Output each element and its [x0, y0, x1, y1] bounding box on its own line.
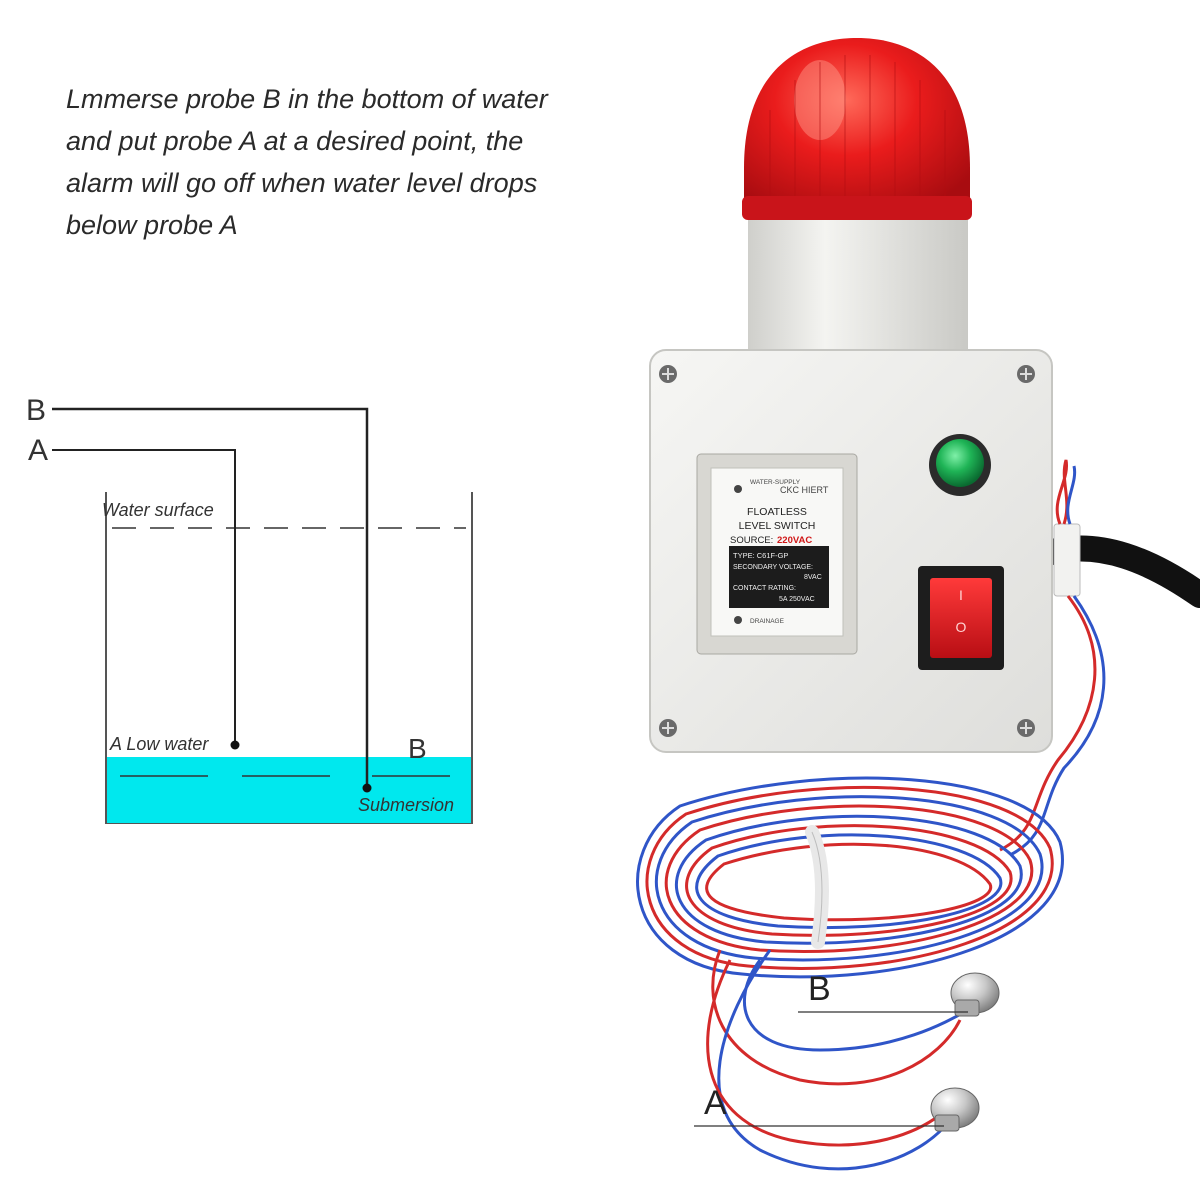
alarm-light-dome [744, 38, 970, 215]
side-connector [1053, 523, 1081, 597]
brand-name: CKC HIERT [780, 485, 829, 495]
spec-secondary: SECONDARY VOLTAGE: [733, 564, 813, 571]
water-fill [107, 757, 471, 823]
water-level-schematic: B A Water surface A Low water B Submersi… [26, 394, 473, 824]
low-water-label: A Low water [109, 734, 209, 754]
spec-contact: CONTACT RATING: [733, 585, 796, 592]
dome-ribs [769, 55, 946, 196]
source-value: 220VAC [777, 535, 812, 546]
submersion-label: Submersion [358, 795, 454, 815]
probe-b-wire [52, 407, 369, 788]
power-indicator-light [936, 439, 984, 487]
brand-prefix: WATER-SUPPLY [750, 479, 801, 486]
probe-a-electrode [930, 1087, 980, 1132]
source-label: SOURCE: [730, 535, 773, 546]
switch-on-mark: I [959, 587, 963, 603]
probe-b-electrode [950, 972, 1000, 1017]
probe-a-lead-blue [717, 949, 952, 1171]
instruction-caption: Lmmerse probe B in the bottom of water a… [66, 78, 606, 246]
probe-a-tag: A [704, 1084, 727, 1122]
probe-a-label: A [28, 434, 48, 467]
indicator-dot [734, 485, 742, 493]
b-marker-label: B [408, 733, 427, 764]
spec-panel [729, 546, 829, 608]
drainage-label: DRAINAGE [750, 618, 785, 625]
spec-secondary-value: 8VAC [804, 574, 822, 581]
probe-a-wire [52, 449, 236, 745]
switch-title-2: LEVEL SWITCH [739, 520, 816, 532]
caption-line: Lmmerse probe B in the bottom of water [66, 84, 548, 114]
probe-b-label: B [26, 394, 46, 427]
spec-type: TYPE: C61F-GP [733, 551, 788, 560]
probe-b-lead-blue [743, 959, 969, 1052]
cable-tie-edge [811, 831, 823, 943]
connector-wire-red [1055, 459, 1069, 525]
dome-rim [742, 196, 972, 220]
water-surface-label: Water surface [102, 500, 214, 520]
rocker-switch[interactable] [930, 578, 992, 658]
wire-coil [636, 776, 1064, 979]
alarm-device: WATER-SUPPLY CKC HIERT FLOATLESS LEVEL S… [636, 38, 1200, 1171]
lead-wire-red [999, 595, 1097, 852]
probe-a-point [230, 740, 240, 750]
indicator-dot [734, 616, 742, 624]
probe-b-lead-red [711, 949, 962, 1086]
beacon-base [748, 210, 968, 352]
probe-b-point [362, 783, 372, 793]
caption-line: alarm will go off when water level drops [66, 168, 538, 198]
switch-title-1: FLOATLESS [747, 506, 807, 518]
probe-a-lead-red [706, 959, 941, 1147]
probe-b-tag: B [808, 970, 831, 1008]
caption-line: and put probe A at a desired point, the [66, 126, 524, 156]
connector-wire-blue [1066, 465, 1077, 525]
spec-contact-value: 5A 250VAC [779, 596, 815, 603]
box-screws [659, 365, 1035, 737]
caption-line: below probe A [66, 210, 238, 240]
switch-off-mark: O [956, 619, 967, 635]
